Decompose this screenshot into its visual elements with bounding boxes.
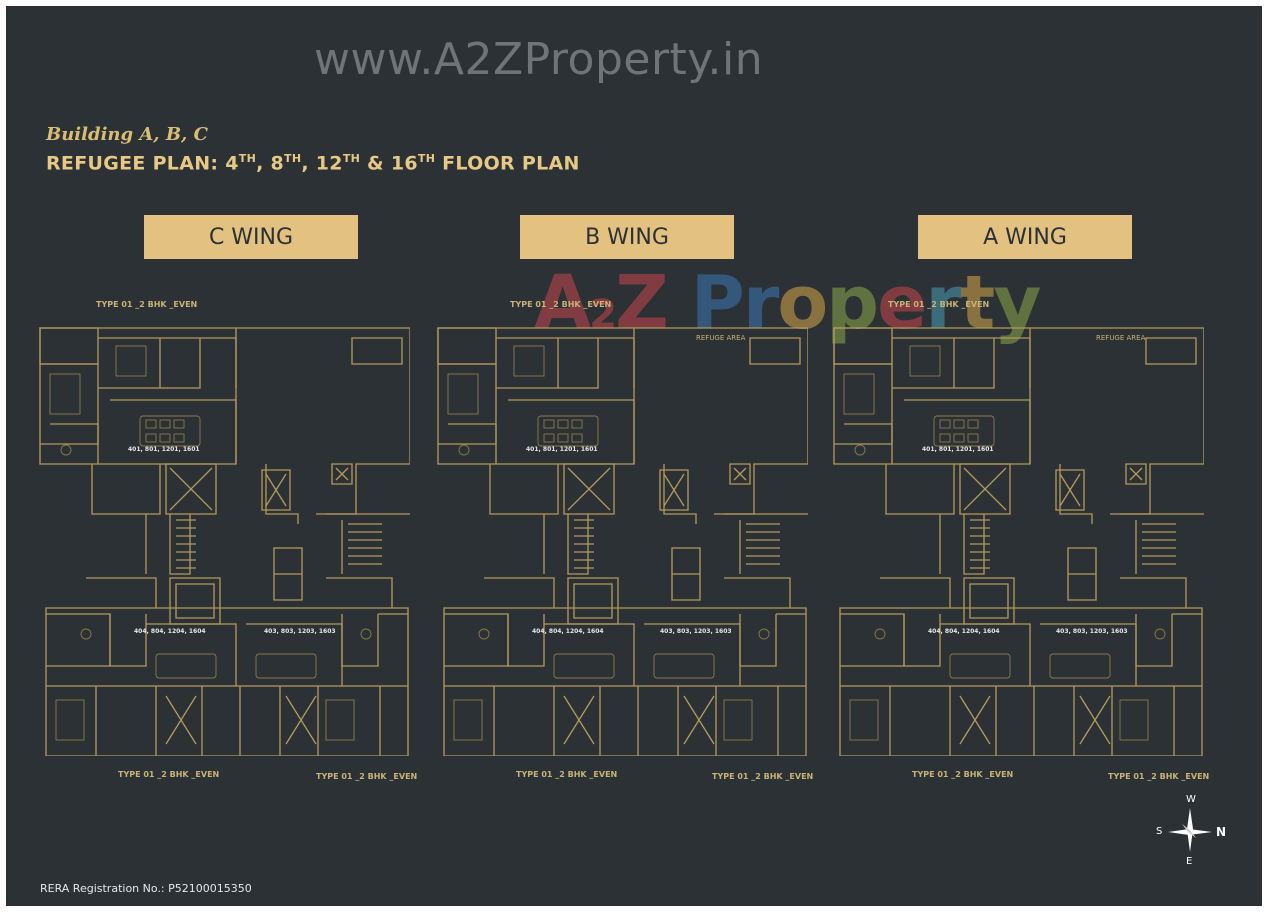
unit-label-c-right: 403, 803, 1203, 1603 xyxy=(264,628,336,635)
watermark-url: www.A2ZProperty.in xyxy=(314,34,764,85)
refuge-area-label-a: REFUGE AREA xyxy=(1096,334,1146,342)
floor-plan-b-wing xyxy=(437,327,808,756)
title-prefix: REFUGEE PLAN: 4 xyxy=(46,152,239,175)
type-label-a-bottom-right: TYPE 01 _2 BHK _EVEN xyxy=(1108,772,1210,781)
floor-plan-sheet: www.A2ZProperty.in Building A, B, C REFU… xyxy=(6,6,1262,906)
unit-label-c-left: 404, 804, 1204, 1604 xyxy=(134,628,206,635)
title-sup-3: TH xyxy=(342,152,361,165)
floor-plan-c-wing xyxy=(39,327,410,756)
rera-registration: RERA Registration No.: P52100015350 xyxy=(40,882,252,895)
title-sup-1: TH xyxy=(238,152,257,165)
unit-label-b-right: 403, 803, 1203, 1603 xyxy=(660,628,732,635)
unit-label-a-top: 401, 801, 1201, 1601 xyxy=(922,446,994,453)
unit-label-a-left: 404, 804, 1204, 1604 xyxy=(928,628,1000,635)
type-label-a-top: TYPE 01 _2 BHK _EVEN xyxy=(888,300,990,309)
compass-rose: W S N E xyxy=(1152,792,1232,872)
compass-w: W xyxy=(1186,794,1196,805)
type-label-c-top: TYPE 01 _2 BHK _EVEN xyxy=(96,300,198,309)
title-part-8: , 8 xyxy=(256,152,285,175)
unit-label-b-top: 401, 801, 1201, 1601 xyxy=(526,446,598,453)
wing-badge-c: C WING xyxy=(144,215,358,259)
title-part-16: & 16 xyxy=(360,152,418,175)
title-part-12: , 12 xyxy=(301,152,343,175)
unit-label-a-right: 403, 803, 1203, 1603 xyxy=(1056,628,1128,635)
title-sup-2: TH xyxy=(284,152,302,165)
unit-label-c-top: 401, 801, 1201, 1601 xyxy=(128,446,200,453)
compass-s: S xyxy=(1156,826,1163,837)
compass-n: N xyxy=(1216,825,1227,839)
wing-badge-a: A WING xyxy=(918,215,1132,259)
page-title: REFUGEE PLAN: 4TH, 8TH, 12TH & 16TH FLOO… xyxy=(46,152,580,174)
compass-star-icon xyxy=(1168,808,1212,852)
type-label-b-bottom-right: TYPE 01 _2 BHK _EVEN xyxy=(712,772,814,781)
refuge-area-label-b: REFUGE AREA xyxy=(696,334,746,342)
title-suffix: FLOOR PLAN xyxy=(435,152,580,175)
building-subtitle: Building A, B, C xyxy=(46,124,208,145)
type-label-b-bottom-left: TYPE 01 _2 BHK _EVEN xyxy=(516,770,618,779)
type-label-c-bottom-left: TYPE 01 _2 BHK _EVEN xyxy=(118,770,220,779)
floor-plan-a-wing xyxy=(833,327,1204,756)
type-label-c-bottom-right: TYPE 01 _2 BHK _EVEN xyxy=(316,772,418,781)
type-label-b-top: TYPE 01 _2 BHK _EVEN xyxy=(510,300,612,309)
compass-e: E xyxy=(1186,856,1193,867)
type-label-a-bottom-left: TYPE 01 _2 BHK _EVEN xyxy=(912,770,1014,779)
a2z-logo-watermark: A2Z Property xyxy=(534,260,1041,346)
title-sup-4: TH xyxy=(417,152,436,165)
unit-label-b-left: 404, 804, 1204, 1604 xyxy=(532,628,604,635)
wing-badge-b: B WING xyxy=(520,215,734,259)
